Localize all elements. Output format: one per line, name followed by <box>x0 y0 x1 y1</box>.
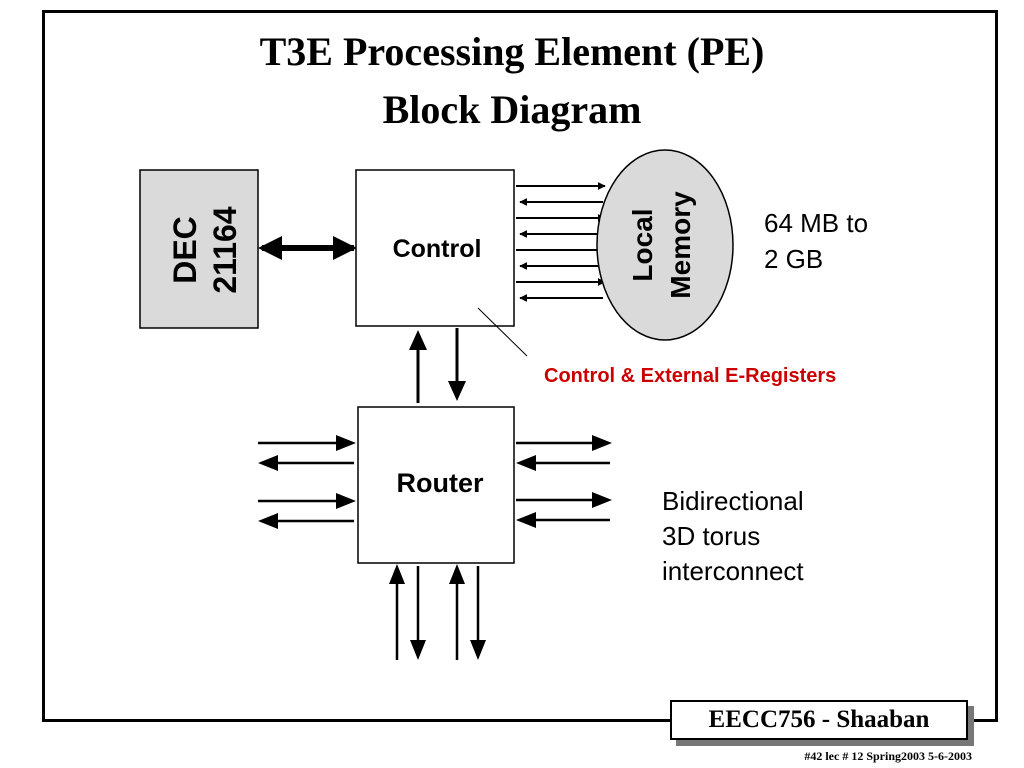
router-right-links <box>516 435 612 528</box>
control-router-links <box>409 328 466 403</box>
router-left-links <box>258 435 356 529</box>
router-label: Router <box>397 468 484 498</box>
slide-frame <box>42 10 998 722</box>
course-badge: EECC756 - Shaaban <box>670 700 968 740</box>
eregisters-pointer <box>477 307 528 357</box>
torus-description-line2: 3D torus <box>662 521 760 551</box>
router-bottom-links <box>389 564 486 660</box>
memory-size-line1: 64 MB to <box>764 208 868 238</box>
torus-description-line1: Bidirectional <box>662 486 804 516</box>
memory-size-line2: 2 GB <box>764 244 823 274</box>
local-memory-block: Local Memory <box>596 149 734 341</box>
slide-title-line1: T3E Processing Element (PE) <box>259 29 765 74</box>
control-memory-links <box>516 182 606 302</box>
dec-control-link <box>258 236 357 260</box>
control-block: Control <box>355 169 515 327</box>
memory-label-line1: Local <box>627 208 658 281</box>
dec-label: DEC <box>167 216 203 284</box>
memory-label-line2: Memory <box>665 191 696 299</box>
dec-processor-block: DEC 21164 <box>139 169 259 329</box>
router-block: Router <box>357 406 515 564</box>
control-label: Control <box>393 235 482 263</box>
eregisters-annotation: Control & External E-Registers <box>544 365 836 387</box>
slide-title-line2: Block Diagram <box>382 87 642 132</box>
torus-description-line3: interconnect <box>662 556 804 586</box>
footer-info: #42 lec # 12 Spring2003 5-6-2003 <box>804 749 972 763</box>
dec-model-label: 21164 <box>207 206 243 293</box>
